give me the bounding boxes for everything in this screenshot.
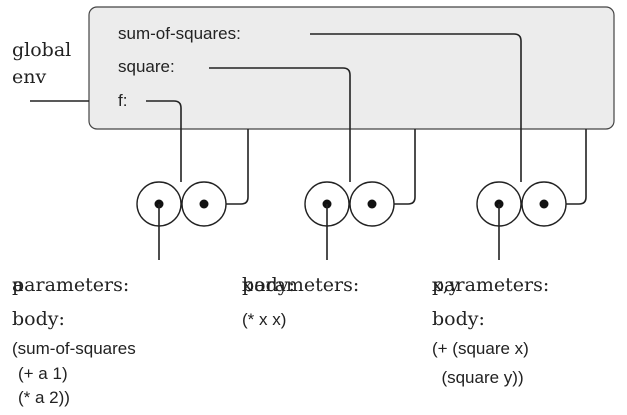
arrow-f bbox=[146, 100, 182, 182]
body-label: body: bbox=[242, 274, 295, 296]
env-pointer-f bbox=[205, 129, 249, 205]
body-label: body: bbox=[432, 308, 485, 330]
global-env-frame bbox=[88, 6, 615, 130]
env-pointer-sum-of-squares bbox=[545, 129, 587, 205]
procedure-text-f: parameters: a body: (sum-of-squares (+ a… bbox=[12, 274, 136, 407]
env-dot bbox=[539, 199, 549, 209]
binding-f: f: bbox=[118, 91, 127, 110]
params-label: parameters: bbox=[12, 274, 129, 296]
params-value: x bbox=[242, 274, 253, 296]
params-value: a bbox=[12, 274, 23, 296]
env-pointer-square bbox=[372, 129, 416, 205]
binding-sum-of-squares: sum-of-squares: bbox=[118, 24, 241, 43]
arrow-square bbox=[209, 67, 351, 182]
global-env-label-line2: env bbox=[12, 66, 46, 88]
body-label: body: bbox=[12, 308, 65, 330]
body-line: (sum-of-squares bbox=[12, 339, 136, 358]
procedure-text-sum-of-squares: parameters: x,y body: (+ (square x) (squ… bbox=[432, 274, 549, 387]
procedure-text-square: parameters: x body: (* x x) bbox=[242, 274, 359, 329]
body-line: (+ a 1) bbox=[18, 364, 68, 383]
env-dot bbox=[367, 199, 377, 209]
params-value: x,y bbox=[432, 274, 460, 296]
procedure-object-f bbox=[136, 181, 227, 260]
params-label: parameters: bbox=[432, 274, 549, 296]
procedure-object-square bbox=[304, 181, 395, 260]
body-line: (* x x) bbox=[242, 310, 286, 329]
global-env-label-line1: global bbox=[12, 39, 71, 61]
procedure-object-sum-of-squares bbox=[476, 181, 567, 260]
binding-square: square: bbox=[118, 57, 175, 76]
env-dot bbox=[199, 199, 209, 209]
body-line: (square y)) bbox=[432, 368, 524, 387]
arrow-sum-of-squares bbox=[310, 33, 522, 182]
body-line: (* a 2)) bbox=[18, 388, 70, 407]
params-label: parameters: bbox=[242, 274, 359, 296]
body-line: (+ (square x) bbox=[432, 339, 529, 358]
